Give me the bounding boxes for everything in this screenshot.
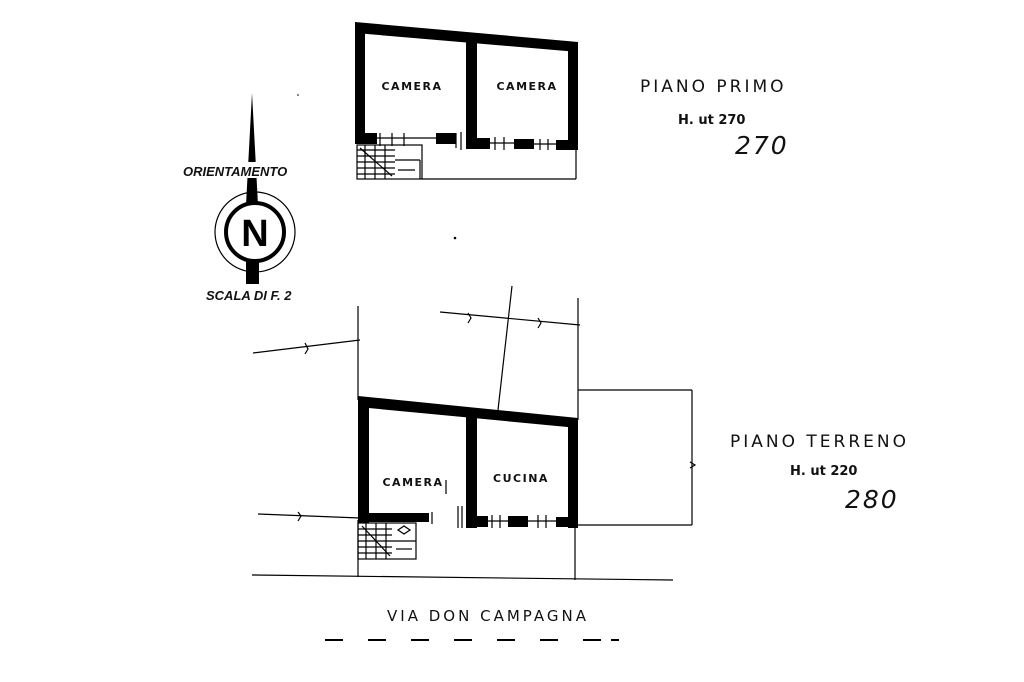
- upper-window-marks: [377, 132, 556, 150]
- ground-wall-bottom-seg: [369, 513, 429, 522]
- upper-wall-bottom-seg: [514, 139, 534, 149]
- upper-wall-right: [568, 42, 578, 150]
- compass-scale-label: SCALA DI F. 2: [206, 288, 292, 303]
- site-boundary-lines: [251, 285, 693, 581]
- ground-wall-left: [358, 398, 369, 523]
- upper-floor-height-value: 270: [735, 131, 789, 160]
- upper-room-1-label: CAMERA: [381, 80, 442, 93]
- ground-stair: [357, 522, 417, 560]
- ground-wall-bottom-seg: [508, 516, 528, 527]
- ground-window-marks: [431, 480, 556, 528]
- upper-room-2-label: CAMERA: [496, 80, 557, 93]
- compass-outer-ring: [214, 191, 296, 273]
- ground-wall-middle: [466, 410, 477, 528]
- north-arrow-icon: [246, 93, 258, 205]
- ground-floor-height-value: 280: [845, 485, 899, 514]
- stray-dot: [297, 94, 299, 96]
- stray-dot: [453, 236, 457, 240]
- upper-floor-height-label: H. ut 270: [678, 113, 745, 128]
- ground-room-1-label: CAMERA: [382, 476, 443, 489]
- ground-wall-bottom-seg: [466, 516, 488, 527]
- compass-north-letter: N: [241, 213, 268, 255]
- ground-wall-bottom-seg: [556, 517, 578, 527]
- upper-wall-bottom-seg: [556, 140, 578, 150]
- upper-floor-plan: CAMERA CAMERA: [355, 22, 578, 180]
- ground-room-2-label: CUCINA: [493, 472, 549, 485]
- ground-floor-plan: CAMERA CUCINA: [357, 396, 578, 560]
- boundary-tick-marks: [297, 312, 697, 522]
- upper-wall-left: [355, 24, 365, 144]
- upper-floor-title: PIANO PRIMO: [640, 77, 787, 97]
- street-name: VIA DON CAMPAGNA: [387, 607, 589, 625]
- compass-label-knockout: [246, 162, 260, 178]
- ground-floor-height-label: H. ut 220: [790, 464, 857, 479]
- upper-wall-bottom-seg: [466, 138, 490, 149]
- upper-wall-bottom-seg: [365, 133, 377, 144]
- upper-wall-middle: [466, 36, 477, 144]
- upper-wall-bottom-seg: [436, 133, 456, 144]
- upper-stair: [356, 144, 423, 180]
- compass-inner-ring: [224, 201, 286, 263]
- ground-wall-right: [568, 418, 578, 528]
- compass-rose: N: [214, 93, 296, 284]
- compass-orientation-label: ORIENTAMENTO: [183, 164, 287, 179]
- ground-floor-title: PIANO TERRENO: [730, 432, 909, 452]
